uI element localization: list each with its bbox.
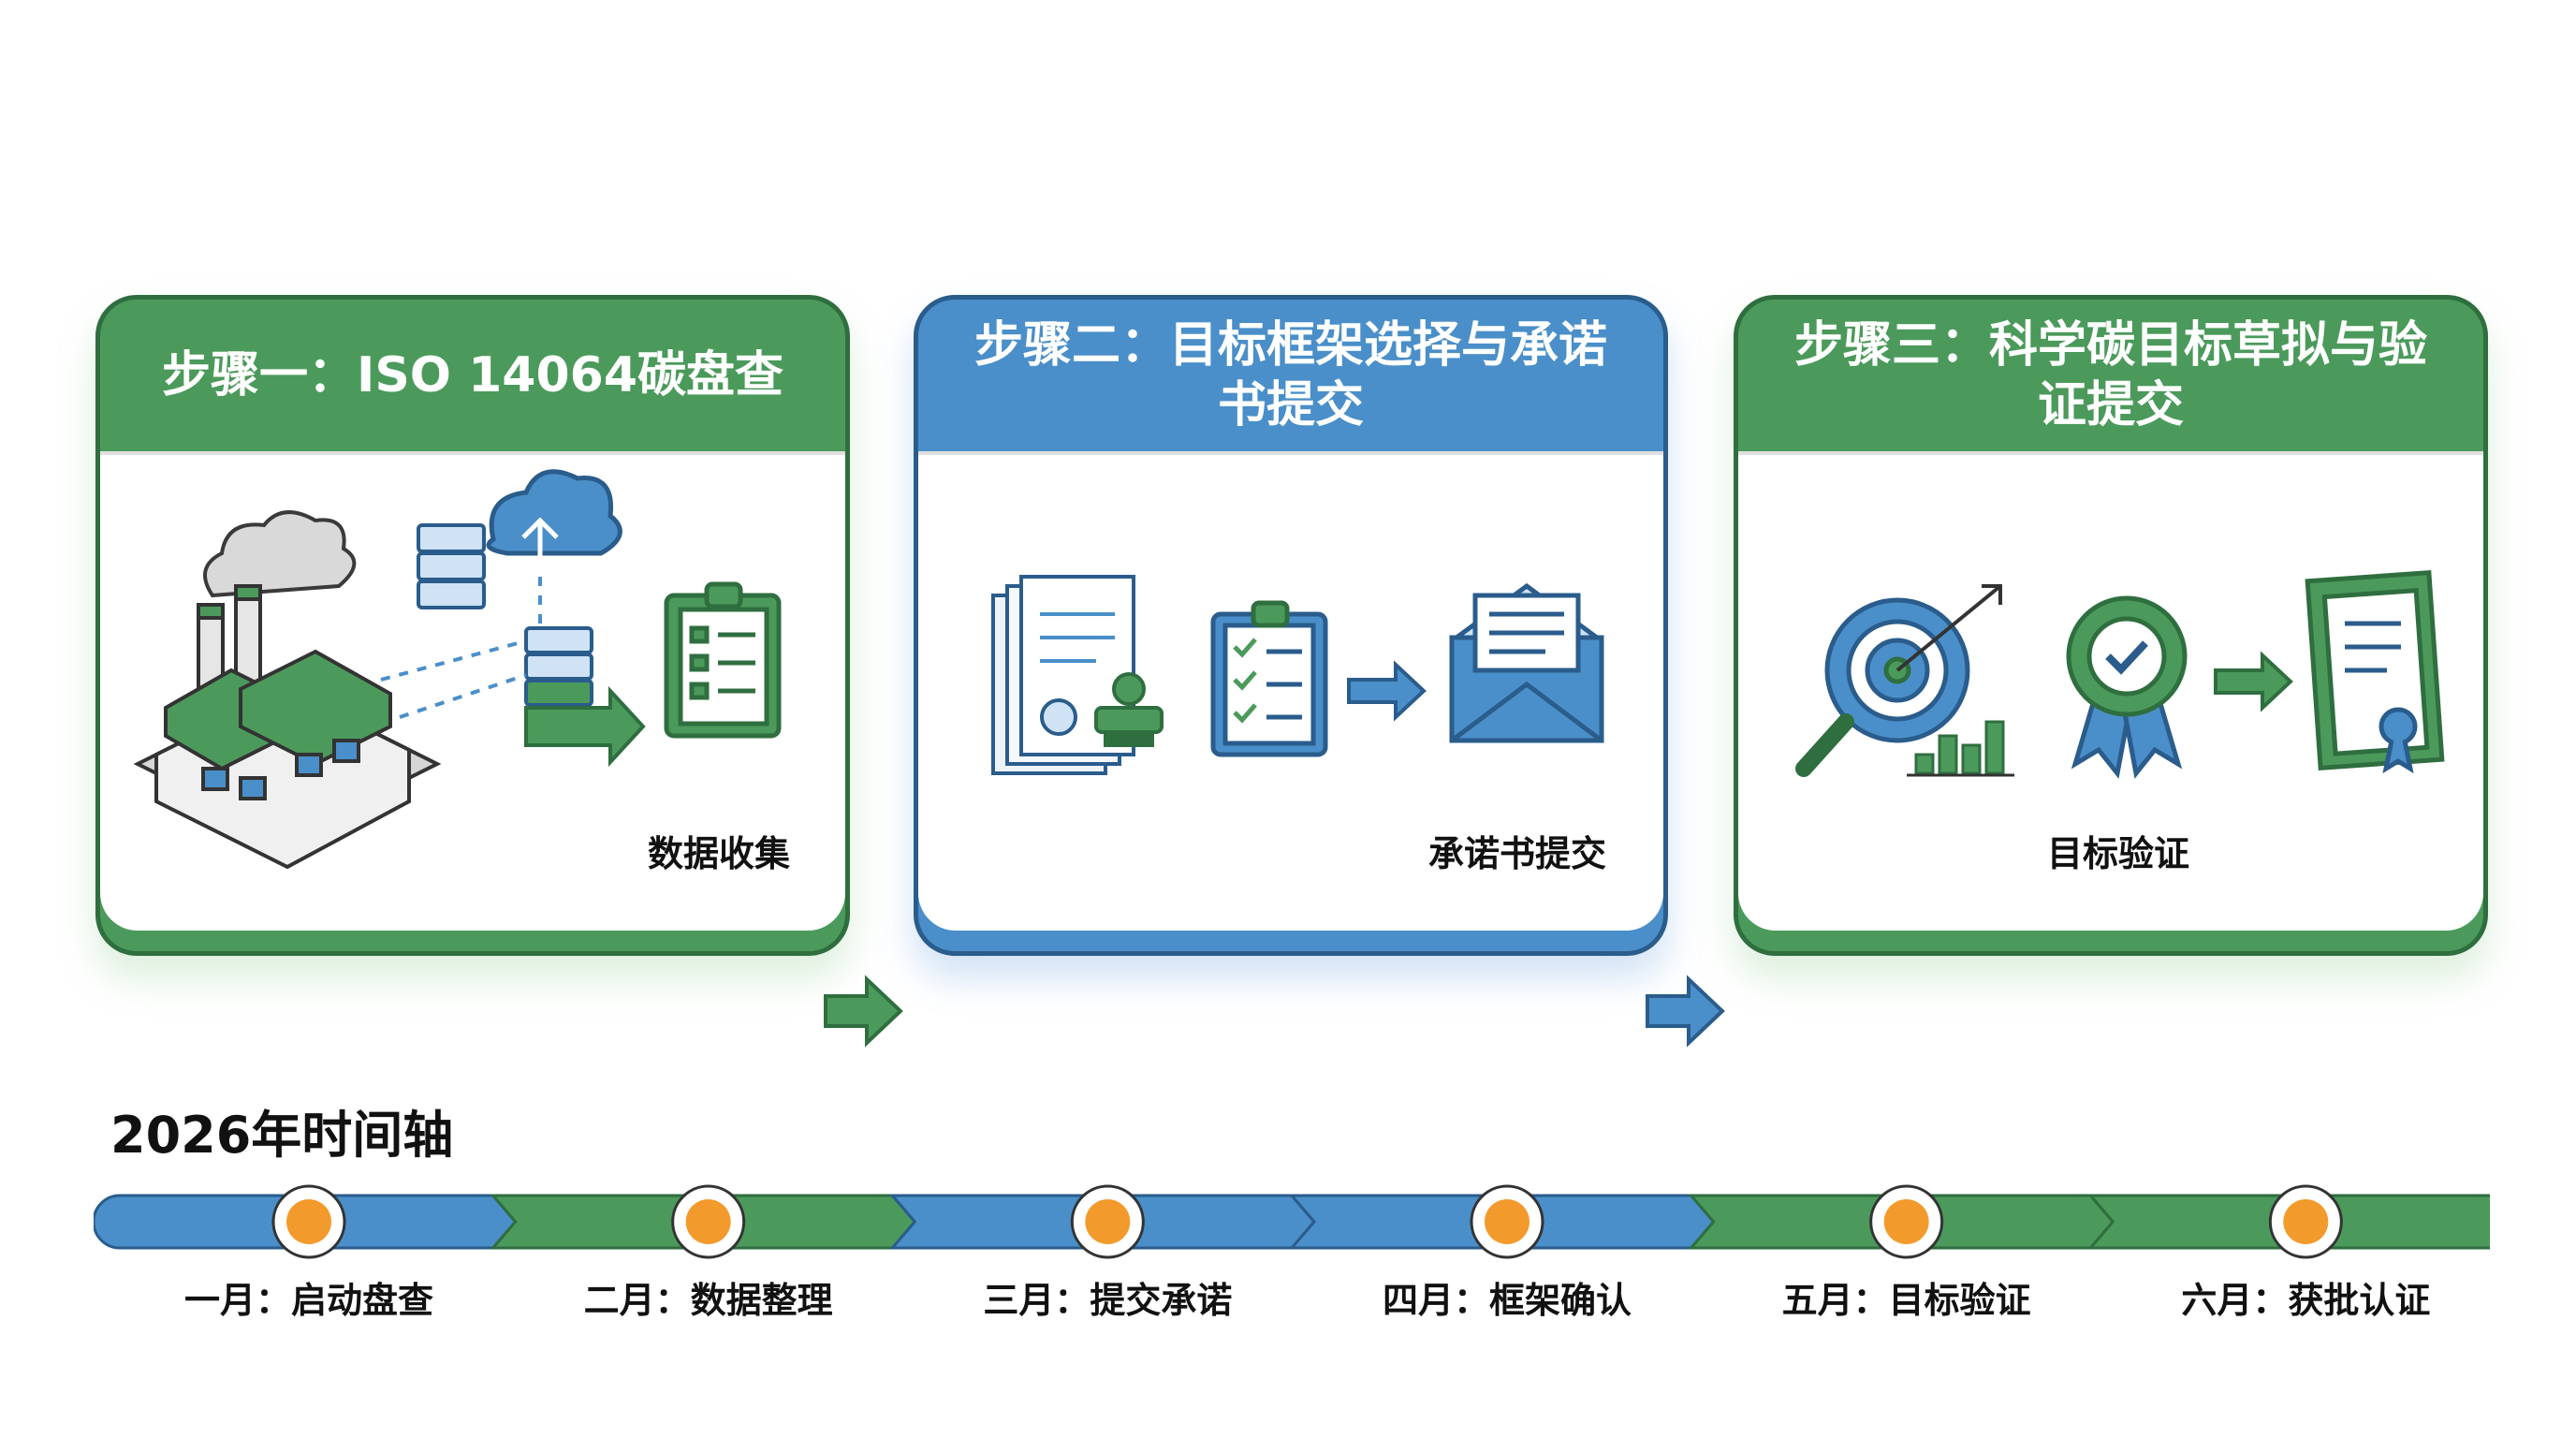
- milestone-dot: [2283, 1199, 2329, 1244]
- milestone-label: 三月：提交承诺: [983, 1280, 1233, 1321]
- document-stack-icon: [991, 575, 1135, 775]
- step-2-title: 步骤二：目标框架选择与承诺书提交: [973, 317, 1607, 433]
- milestone-dot: [1883, 1199, 1929, 1244]
- step-1-title: 步骤一：ISO 14064碳盘查: [161, 347, 784, 404]
- target-verification-illustration: [1795, 570, 2445, 779]
- timeline-title: 2026年时间轴: [110, 1106, 454, 1165]
- server-icon: [417, 523, 593, 707]
- step-2-caption: 承诺书提交: [1428, 833, 1607, 874]
- certificate-icon: [2305, 570, 2445, 774]
- milestone-label: 四月：框架确认: [1382, 1280, 1632, 1321]
- milestone-label: 一月：启动盘查: [183, 1280, 433, 1321]
- step-card-3: 步骤三：科学碳目标草拟与验证提交: [1734, 295, 2488, 956]
- milestone-label: 五月：目标验证: [1781, 1280, 2031, 1321]
- stamp-icon: [1094, 672, 1164, 747]
- milestone-label: 六月：获批认证: [2181, 1280, 2431, 1321]
- flow-arrow-1-icon: [824, 975, 903, 1048]
- timeline-bar: [94, 1184, 2490, 1259]
- verified-badge-icon: [2066, 595, 2188, 779]
- envelope-icon: [1449, 582, 1604, 743]
- flow-arrow-2-icon: [1646, 975, 1725, 1048]
- milestone-dot: [1085, 1199, 1131, 1244]
- step-1-body: 数据收集: [100, 451, 845, 931]
- clipboard-icon: [664, 581, 782, 739]
- step-3-body: 目标验证: [1738, 451, 2483, 931]
- checklist-icon: [1210, 600, 1328, 757]
- factory-data-illustration: [133, 469, 782, 870]
- milestone-dot: [286, 1199, 331, 1244]
- arrow-right-icon: [2214, 651, 2293, 712]
- target-magnifier-icon: [1795, 584, 2002, 777]
- milestone-label: 二月：数据整理: [583, 1280, 833, 1321]
- smoke-icon: [203, 510, 357, 598]
- arrow-right-icon: [524, 685, 646, 768]
- bar-chart-icon: [1907, 720, 2014, 777]
- commitment-illustration: [991, 575, 1604, 775]
- milestone-dot: [685, 1199, 731, 1244]
- milestone-dot: [1485, 1199, 1530, 1244]
- arrow-right-icon: [1347, 660, 1427, 722]
- step-2-body: 承诺书提交: [918, 451, 1663, 931]
- data-flow-lines: [380, 577, 542, 719]
- step-3-caption: 目标验证: [2047, 833, 2190, 874]
- step-1-caption: 数据收集: [648, 833, 791, 874]
- step-card-2: 步骤二：目标框架选择与承诺书提交: [914, 295, 1668, 956]
- cloud-upload-icon: [486, 469, 622, 577]
- step-3-title: 步骤三：科学碳目标草拟与验证提交: [1793, 317, 2427, 433]
- factory-icon: [133, 584, 442, 870]
- step-card-1: 步骤一：ISO 14064碳盘查: [95, 295, 850, 956]
